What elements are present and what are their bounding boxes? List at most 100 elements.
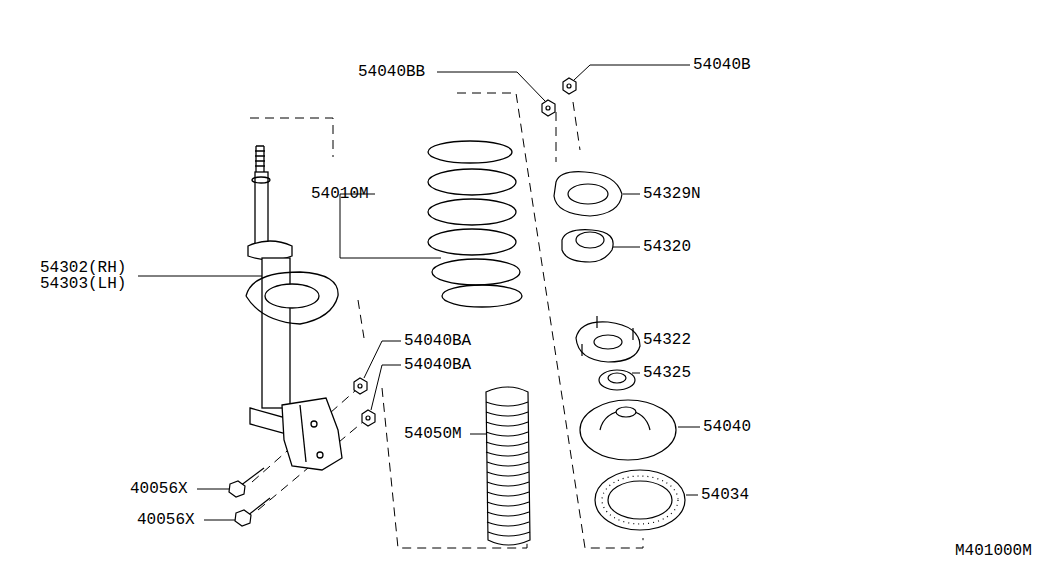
leader-line	[340, 194, 441, 258]
strut-assembly	[300, 405, 306, 462]
coil-spring	[442, 285, 522, 307]
group-bracket	[573, 102, 580, 150]
dust-boot	[486, 387, 530, 545]
nut	[358, 384, 362, 388]
callout-number: 54325	[643, 365, 691, 381]
leader-line	[204, 520, 236, 521]
strut-assembly	[252, 177, 270, 183]
group-bracket	[250, 93, 643, 548]
strut-assembly	[248, 241, 292, 260]
mount-parts	[595, 470, 685, 530]
callout-number: 54050M	[404, 426, 462, 442]
callout-number: 54040BA	[404, 332, 471, 350]
callout-number: 54329N	[643, 186, 701, 202]
nut	[542, 100, 555, 116]
nut	[354, 78, 576, 426]
bolt	[229, 481, 245, 497]
callout-number: 54034	[701, 486, 749, 504]
coil-spring	[428, 229, 516, 255]
callout-number: 54034	[701, 487, 749, 503]
strut-assembly	[262, 258, 290, 408]
leader-line	[364, 341, 401, 378]
nut	[366, 416, 370, 420]
callout-number: 54040BA	[404, 333, 471, 349]
callout-number: 40056X	[137, 512, 195, 528]
callout-number: 54322	[643, 332, 691, 348]
mount-parts	[554, 172, 685, 530]
nut	[354, 378, 367, 394]
leader-line	[437, 72, 545, 101]
strut-assembly	[282, 398, 342, 470]
callout-number: 54040	[703, 418, 751, 436]
strut-assembly	[250, 408, 286, 434]
mount-parts	[568, 184, 608, 204]
mount-parts	[632, 328, 633, 340]
callout-number: 54010M	[311, 186, 369, 202]
callout-number: 54303(LH)	[40, 275, 126, 293]
callout-number: 54040BB	[358, 63, 425, 81]
mount-parts	[608, 373, 626, 383]
callout-number: 54050M	[404, 425, 462, 443]
callout-number: M401000M	[955, 543, 1032, 559]
callout-number: 54040BB	[358, 64, 425, 80]
callout-number: 54040	[703, 419, 751, 435]
callout-number: 54040B	[693, 56, 751, 74]
strut-assembly	[317, 452, 323, 458]
mount-parts	[576, 232, 604, 248]
group-bracket	[556, 112, 557, 162]
callout-number: 54320	[643, 238, 691, 256]
mount-parts	[608, 481, 672, 519]
bolt	[229, 468, 270, 526]
strut-assembly	[311, 421, 317, 427]
callout-number: 54303(LH)	[40, 276, 126, 292]
leader-line	[678, 427, 700, 428]
nut	[563, 78, 576, 94]
callout-number: 40056X	[130, 481, 188, 497]
leader-line	[686, 495, 698, 496]
strut-assembly	[255, 146, 265, 172]
callout-number: 54040BA	[404, 357, 471, 373]
group-bracket	[358, 300, 364, 338]
callout-number: 54320	[643, 239, 691, 255]
strut-assembly	[265, 284, 319, 308]
callout-number: 40056X	[130, 480, 188, 498]
callout-number: 54329N	[643, 185, 701, 203]
nut	[567, 84, 571, 88]
dust-boot	[486, 402, 530, 536]
bolt	[247, 498, 270, 516]
bolt	[240, 468, 264, 486]
callout-number: 54302(RH)	[40, 260, 126, 276]
leader-line	[470, 434, 486, 435]
leader-line	[632, 373, 640, 374]
coil-spring	[428, 199, 516, 225]
callout-number: 40056X	[137, 511, 195, 529]
leader-line	[138, 276, 262, 277]
mount-parts	[596, 316, 597, 328]
coil-spring	[428, 141, 512, 163]
nut	[546, 106, 550, 110]
mount-parts	[554, 172, 622, 216]
nut	[362, 410, 375, 426]
mount-parts	[594, 335, 622, 349]
dust-boot	[486, 387, 530, 545]
bolt	[235, 510, 251, 526]
mount-parts	[576, 322, 640, 362]
mount-parts	[580, 400, 676, 460]
leader-line	[574, 65, 690, 80]
callout-number: 54325	[643, 364, 691, 382]
coil-spring	[428, 141, 522, 307]
mount-parts	[562, 230, 613, 262]
callout-number: 54302(RH)	[40, 259, 126, 277]
coil-spring	[432, 259, 520, 285]
leader-line	[613, 247, 640, 248]
callout-number: M401000M	[955, 542, 1032, 560]
leader-line	[623, 194, 640, 195]
callout-number: 54010M	[311, 185, 369, 203]
leader-line	[371, 365, 401, 410]
mount-parts	[581, 344, 582, 356]
coil-spring	[428, 169, 516, 195]
callout-number: 54040BA	[404, 356, 471, 374]
leader-line	[197, 489, 229, 490]
leader-line	[138, 65, 700, 520]
